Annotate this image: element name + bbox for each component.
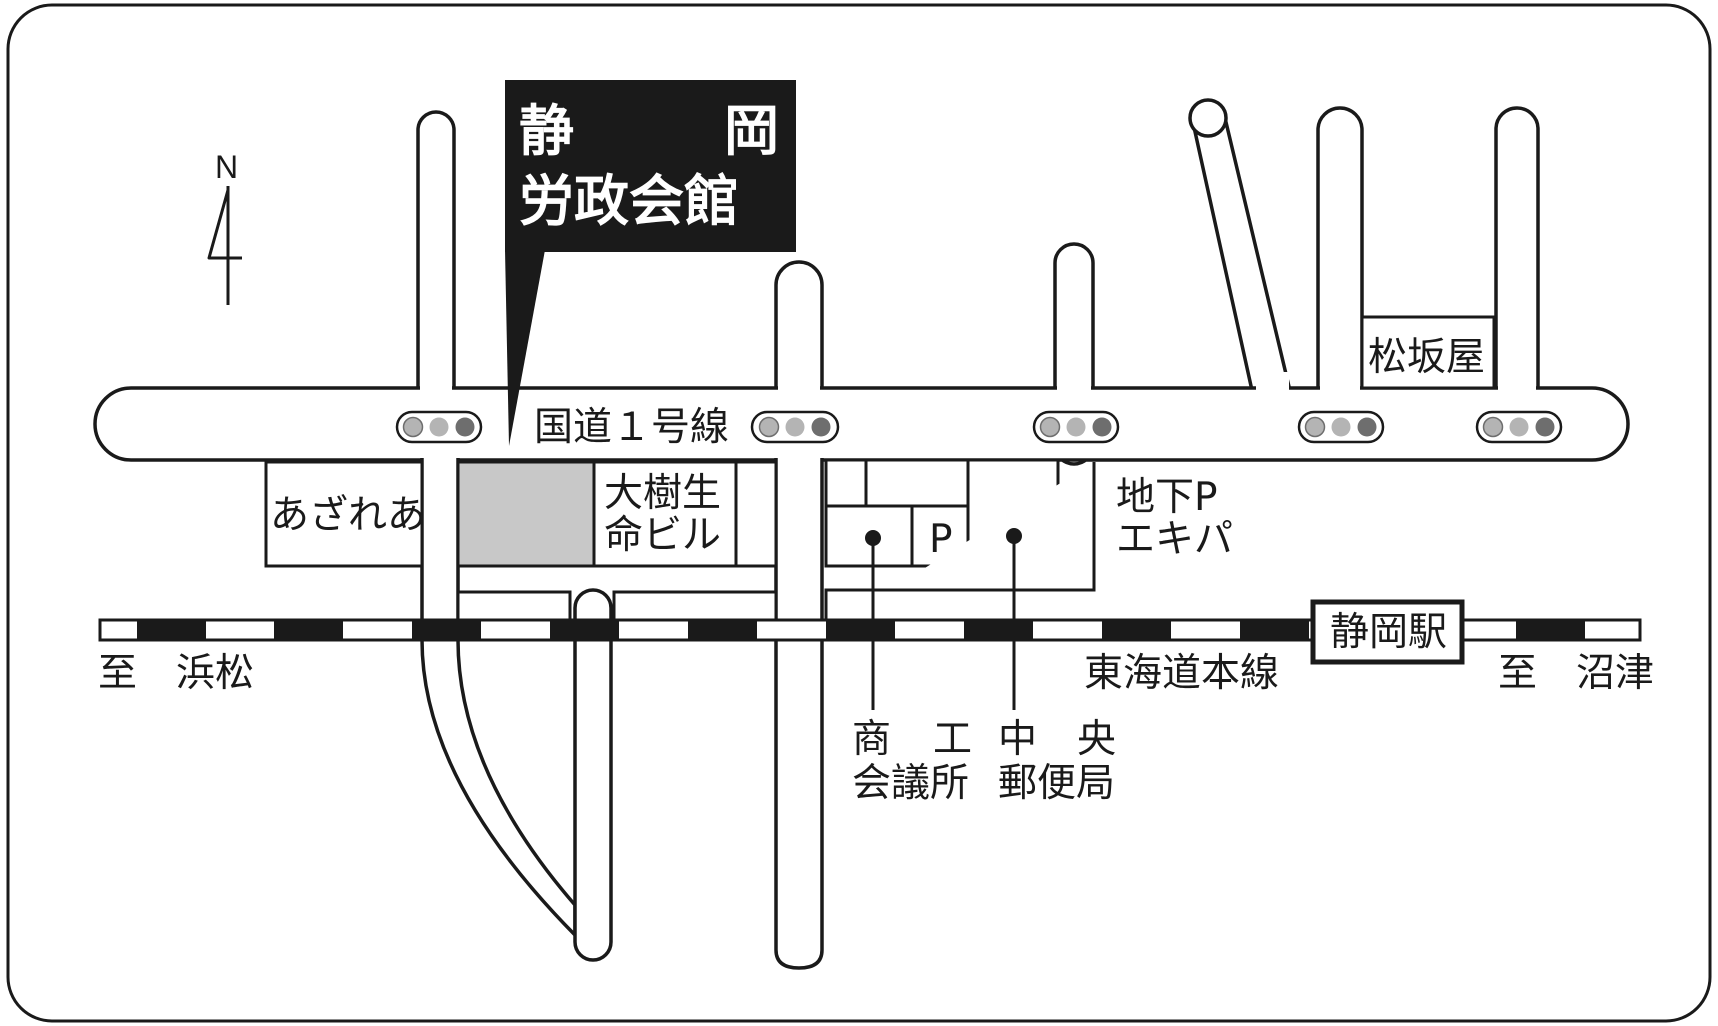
azarea-label: あざれあ [270, 493, 426, 538]
underground-parking-line2: エキパ [1116, 517, 1233, 562]
station-label: 静岡駅 [1330, 610, 1447, 655]
traffic-signal-icon [750, 410, 840, 444]
to-hamamatsu-label: 至 浜松 [98, 651, 254, 696]
traffic-signal-icon [1297, 410, 1385, 444]
traffic-signal-icon [1032, 410, 1120, 444]
traffic-signal-icon [395, 410, 483, 444]
station-box [1310, 599, 1465, 665]
venue-building [456, 460, 596, 568]
north-arrow-icon [207, 186, 242, 305]
azarea-building [264, 460, 424, 568]
underground-parking-line1: 地下P [1116, 475, 1218, 520]
title-line2: 労政会館 [519, 169, 739, 233]
railway-track [98, 618, 1642, 642]
chamber-label-a: 商 [852, 717, 891, 762]
post-label-a: 中 [998, 717, 1037, 762]
chamber-pointer-dot [865, 530, 881, 546]
post-pointer-dot [1006, 528, 1022, 544]
buildings [264, 315, 1496, 634]
chamber-label-line2: 会議所 [852, 761, 969, 806]
to-numazu-label: 至 沼津 [1498, 651, 1654, 696]
title-box [505, 80, 796, 252]
road-network [93, 98, 1630, 970]
chamber-label-b: 工 [933, 717, 972, 762]
route1-road [93, 386, 1630, 462]
route1-label: 国道１号線 [534, 405, 729, 450]
venue-callout-pointer [505, 250, 545, 446]
title-line1-right: 岡 [724, 99, 779, 163]
matsuzakaya-building [1360, 315, 1496, 390]
post-label-b: 央 [1077, 717, 1116, 762]
compass-label: N [215, 149, 238, 185]
title-line1-left: 静 [519, 99, 574, 163]
traffic-signal-icon [1475, 410, 1563, 444]
parking-label: P [929, 517, 953, 562]
post-label-line2: 郵便局 [998, 761, 1115, 806]
daiju-label-line2: 命ビル [604, 513, 721, 558]
tokaido-line-label: 東海道本線 [1084, 651, 1279, 696]
matsuzakaya-label: 松坂屋 [1368, 335, 1485, 380]
daiju-label-line1: 大樹生 [604, 471, 721, 516]
